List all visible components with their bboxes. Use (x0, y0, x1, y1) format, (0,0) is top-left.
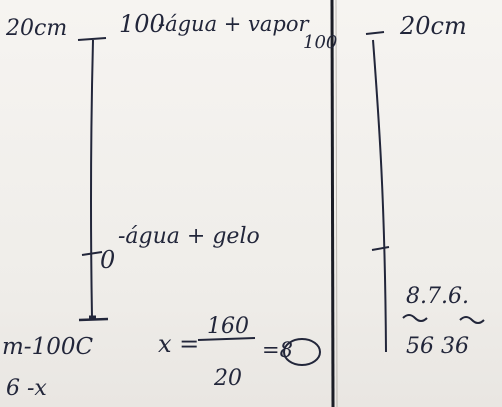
left-top-extra: 100 (303, 32, 338, 53)
left-scale-line (89, 39, 94, 319)
calc-numerator: 160 (207, 314, 249, 339)
left-bottom-mark: 0 (100, 246, 116, 274)
left-top-length: 20cm (6, 16, 68, 41)
calc-denominator: 20 (214, 366, 242, 391)
calc-lhs: x = (158, 330, 200, 358)
tilde-mark (459, 316, 485, 324)
result-circle (283, 338, 321, 366)
right-scale-line (372, 39, 387, 353)
right-top-length: 20cm (400, 12, 467, 40)
fraction-bar (197, 337, 256, 341)
tilde-mark (402, 314, 428, 322)
right-values: 56 36 (406, 334, 469, 359)
right-scale-top-tick (365, 31, 385, 35)
page-divider (330, 0, 335, 407)
right-scale-mid-tick (371, 246, 390, 251)
left-bottom-temp: m-100C (2, 334, 94, 360)
calc-result: =8 (262, 338, 293, 362)
left-scale-mid-tick (81, 251, 103, 256)
left-top-mark: 100 (119, 10, 165, 38)
page-divider-shadow (335, 0, 338, 407)
left-bottom-proportion: 6 -x (6, 376, 47, 401)
right-reading: 8.7.6. (406, 284, 469, 309)
left-bottom-desc: -água + gelo (118, 224, 260, 249)
left-top-desc: -água + vapor (158, 12, 309, 36)
left-scale-top-tick (77, 37, 107, 41)
